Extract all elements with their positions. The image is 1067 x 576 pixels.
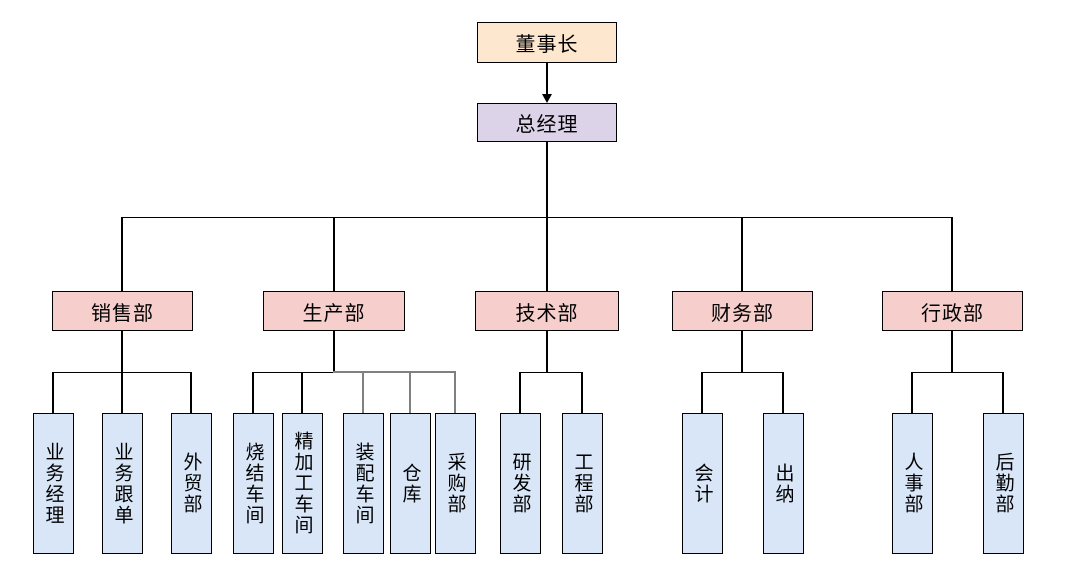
connector-rail-production-left bbox=[252, 371, 335, 373]
connector-chairman-gm bbox=[546, 63, 548, 96]
connector-rail-production-right bbox=[333, 371, 457, 373]
node-dept-admin: 行政部 bbox=[882, 291, 1023, 331]
connector-line bbox=[301, 372, 303, 413]
node-general-manager: 总经理 bbox=[477, 103, 617, 142]
connector-line bbox=[701, 372, 703, 413]
node-chairman: 董事长 bbox=[477, 22, 617, 63]
connector-stub-sales bbox=[121, 331, 123, 373]
connector-line bbox=[454, 372, 456, 413]
node-dept-production: 生产部 bbox=[263, 291, 405, 331]
connector-stub-production bbox=[333, 331, 335, 373]
connector-stub-finance bbox=[741, 331, 743, 373]
node-unit-foreign-trade: 外贸部 bbox=[170, 413, 212, 554]
node-unit-warehouse: 仓库 bbox=[389, 413, 431, 554]
node-unit-logistics: 后勤部 bbox=[982, 413, 1024, 554]
node-unit-cashier: 出纳 bbox=[762, 413, 804, 554]
arrow-down-icon bbox=[542, 94, 552, 103]
connector-line bbox=[121, 372, 123, 413]
connector-drop-finance bbox=[741, 217, 743, 291]
node-unit-rd: 研发部 bbox=[499, 413, 541, 554]
connector-rail-technology bbox=[519, 371, 583, 373]
connector-line bbox=[581, 372, 583, 413]
connector-stub-admin bbox=[951, 331, 953, 373]
node-dept-finance: 财务部 bbox=[672, 291, 813, 331]
connector-line bbox=[782, 372, 784, 413]
connector-line bbox=[1002, 372, 1004, 413]
node-unit-business-manager: 业务经理 bbox=[32, 413, 74, 554]
connector-drop-admin bbox=[951, 217, 953, 291]
connector-drop-sales bbox=[121, 217, 123, 291]
connector-line bbox=[52, 372, 54, 413]
connector-line bbox=[362, 372, 364, 413]
node-dept-technology: 技术部 bbox=[475, 291, 619, 331]
connector-line bbox=[252, 372, 254, 413]
connector-line bbox=[519, 372, 521, 413]
connector-main-rail bbox=[121, 216, 953, 218]
connector-line bbox=[911, 372, 913, 413]
connector-rail-admin bbox=[911, 371, 1004, 373]
connector-drop-production bbox=[333, 217, 335, 291]
connector-rail-finance bbox=[701, 371, 784, 373]
connector-stub-technology bbox=[546, 331, 548, 373]
node-dept-sales: 销售部 bbox=[52, 291, 193, 331]
connector-line bbox=[190, 372, 192, 413]
node-unit-accounting: 会计 bbox=[681, 413, 723, 554]
node-unit-finishing-workshop: 精加工车间 bbox=[281, 413, 323, 554]
connector-line bbox=[409, 372, 411, 413]
node-unit-hr: 人事部 bbox=[891, 413, 933, 554]
node-unit-merchandising: 业务跟单 bbox=[101, 413, 143, 554]
node-unit-engineering: 工程部 bbox=[561, 413, 603, 554]
node-unit-assembly-workshop: 装配车间 bbox=[342, 413, 384, 554]
node-unit-sintering-workshop: 烧结车间 bbox=[232, 413, 274, 554]
node-unit-purchasing: 采购部 bbox=[434, 413, 476, 554]
